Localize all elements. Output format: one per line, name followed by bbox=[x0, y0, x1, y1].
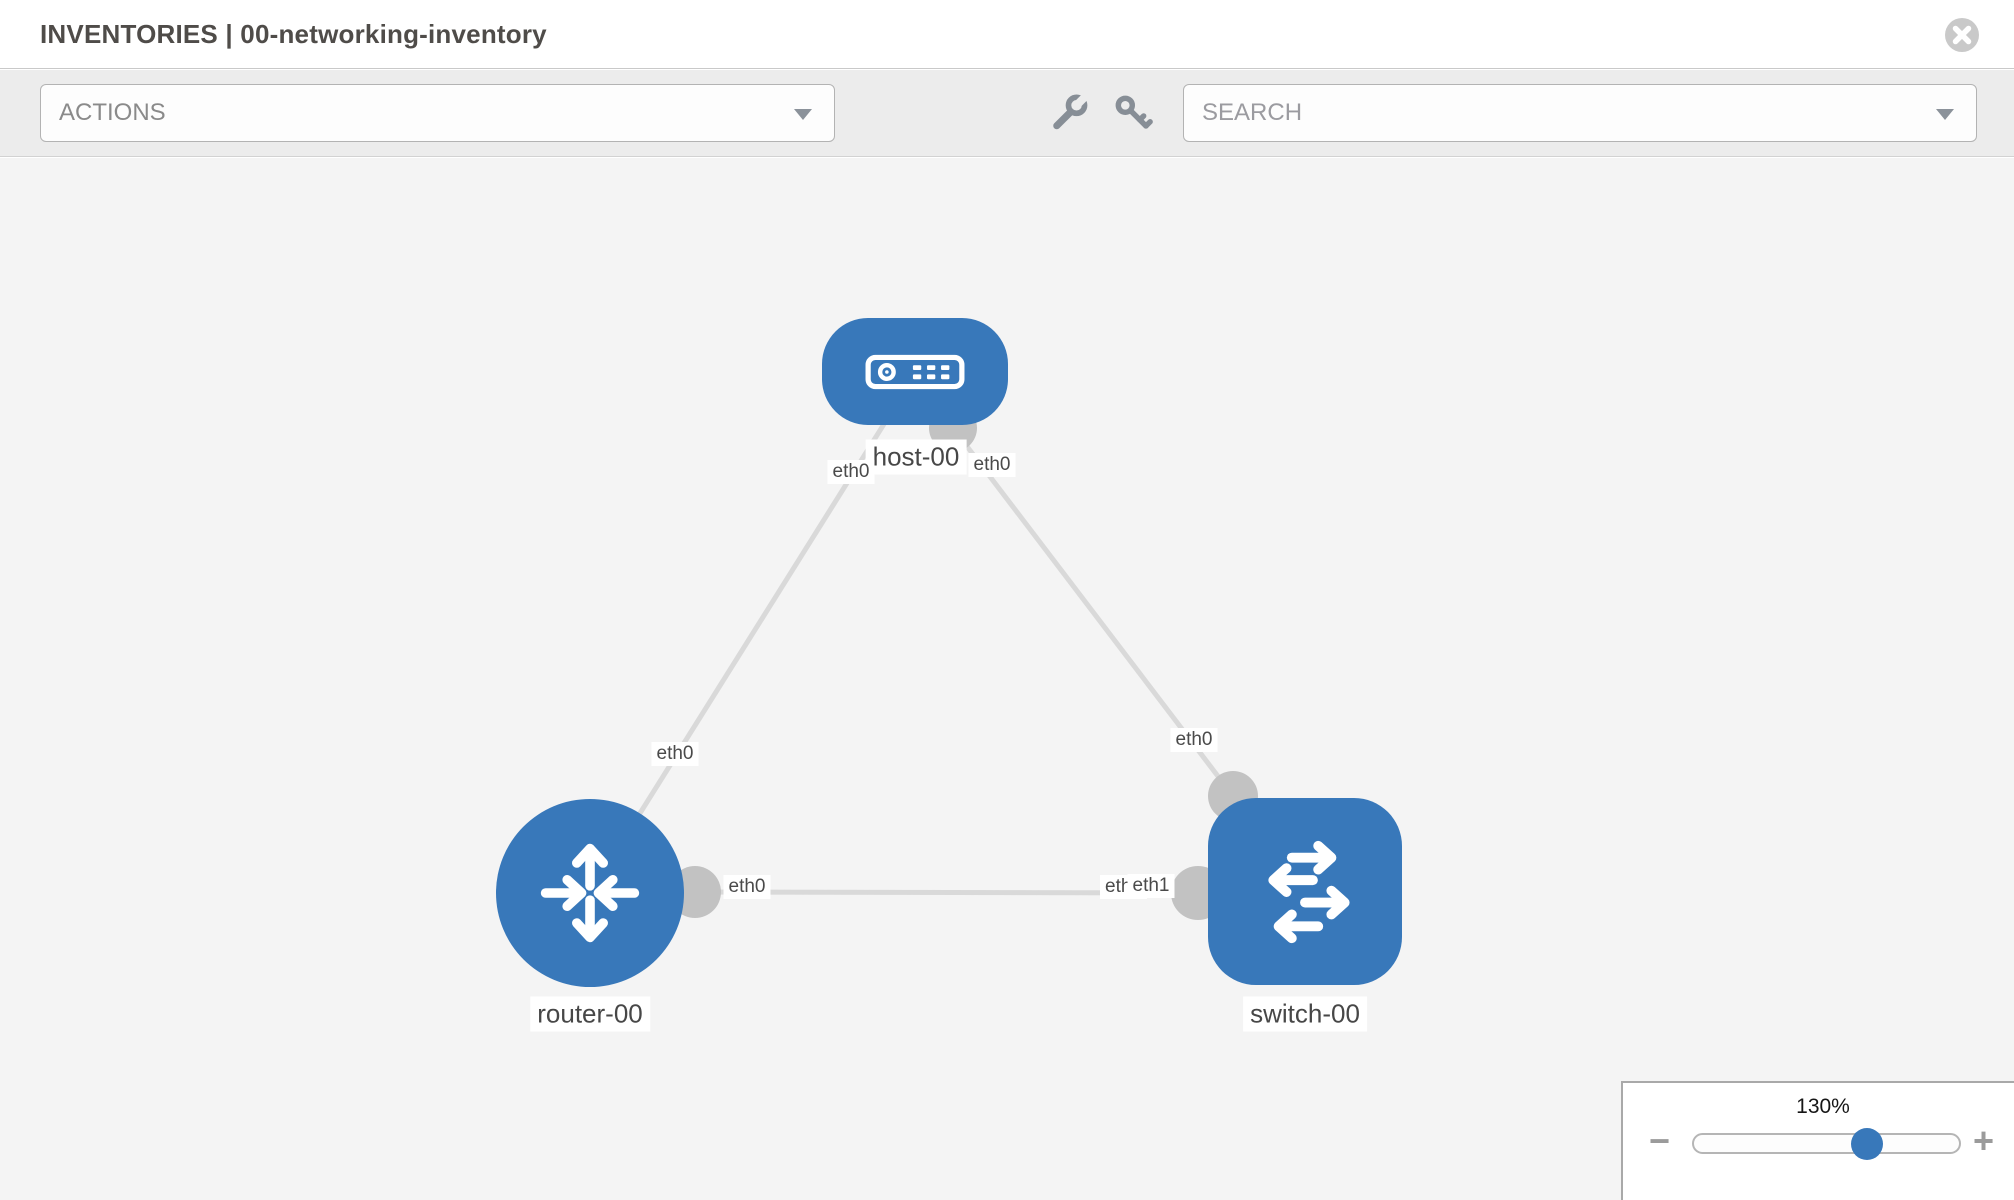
switch-icon bbox=[1268, 840, 1350, 943]
zoom-slider-thumb[interactable] bbox=[1851, 1128, 1883, 1160]
if-label-router-eth0-diag: eth0 bbox=[651, 742, 699, 766]
node-host-00[interactable] bbox=[822, 318, 1008, 425]
close-icon[interactable] bbox=[1944, 17, 1980, 53]
node-label-switch-00: switch-00 bbox=[1243, 996, 1367, 1032]
toolbar: ACTIONS SEARCH bbox=[0, 70, 2014, 157]
topology-links bbox=[587, 371, 1258, 920]
wrench-icon[interactable] bbox=[1048, 92, 1090, 134]
key-icon[interactable] bbox=[1112, 92, 1154, 134]
if-label-host-eth0-right: eth0 bbox=[968, 453, 1016, 477]
zoom-control-panel: 130% − + bbox=[1621, 1081, 2014, 1200]
zoom-level-value: 130% bbox=[1796, 1095, 1850, 1118]
node-label-host-00: host-00 bbox=[865, 439, 967, 475]
if-label-host-eth0-left: eth0 bbox=[827, 460, 875, 484]
link-router-host[interactable] bbox=[587, 371, 919, 895]
search-dropdown[interactable]: SEARCH bbox=[1183, 84, 1977, 142]
chevron-down-icon bbox=[1936, 109, 1954, 120]
node-label-router-00: router-00 bbox=[530, 996, 650, 1032]
router-icon bbox=[540, 843, 640, 943]
if-label-switch-eth1: eth1 bbox=[1127, 874, 1175, 898]
page-title: INVENTORIES | 00-networking-inventory bbox=[40, 18, 547, 49]
zoom-slider-track[interactable] bbox=[1692, 1128, 1961, 1160]
topology-canvas[interactable]: host-00 router-00 switch-00 eth0 eth0 et… bbox=[0, 158, 2014, 1200]
host-icon bbox=[865, 354, 965, 389]
chevron-down-icon bbox=[794, 109, 812, 120]
if-label-router-eth0-horiz: eth0 bbox=[723, 875, 771, 899]
node-router-00[interactable] bbox=[496, 799, 684, 987]
zoom-out-button[interactable]: − bbox=[1649, 1120, 1671, 1161]
zoom-in-button[interactable]: + bbox=[1973, 1120, 1995, 1161]
actions-dropdown[interactable]: ACTIONS bbox=[40, 84, 835, 142]
actions-dropdown-label: ACTIONS bbox=[59, 99, 166, 126]
if-label-switch-eth0-top: eth0 bbox=[1170, 728, 1218, 752]
header-bar: INVENTORIES | 00-networking-inventory bbox=[0, 0, 2014, 69]
node-switch-00[interactable] bbox=[1208, 798, 1402, 985]
search-dropdown-label: SEARCH bbox=[1202, 99, 1303, 126]
